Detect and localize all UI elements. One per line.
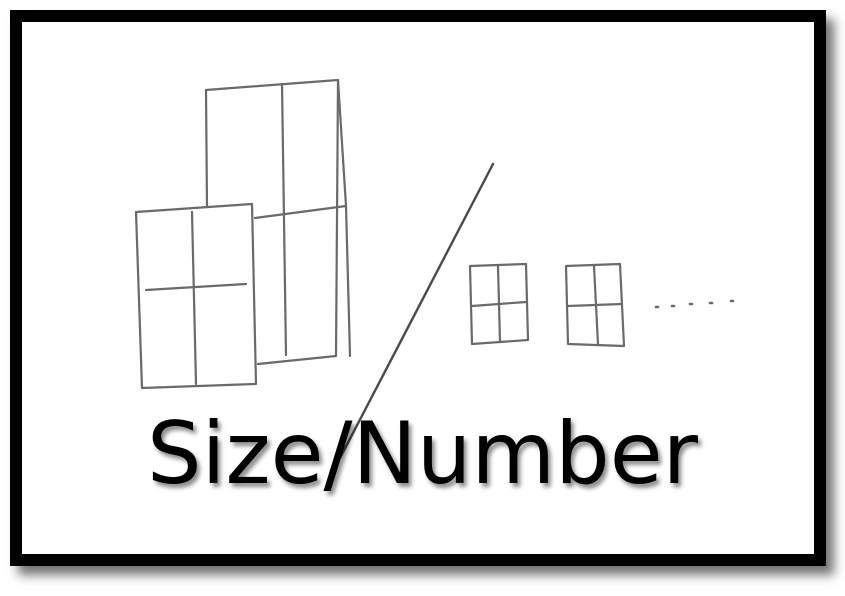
large-window-front xyxy=(134,202,258,390)
small-window-1 xyxy=(468,262,530,346)
large-window-back xyxy=(204,78,352,366)
small-window-2 xyxy=(564,262,626,348)
picture-frame xyxy=(10,10,826,566)
diagonal-slash xyxy=(338,162,495,460)
ellipsis-dots xyxy=(654,299,735,309)
caption-label: Size/Number xyxy=(147,404,698,504)
